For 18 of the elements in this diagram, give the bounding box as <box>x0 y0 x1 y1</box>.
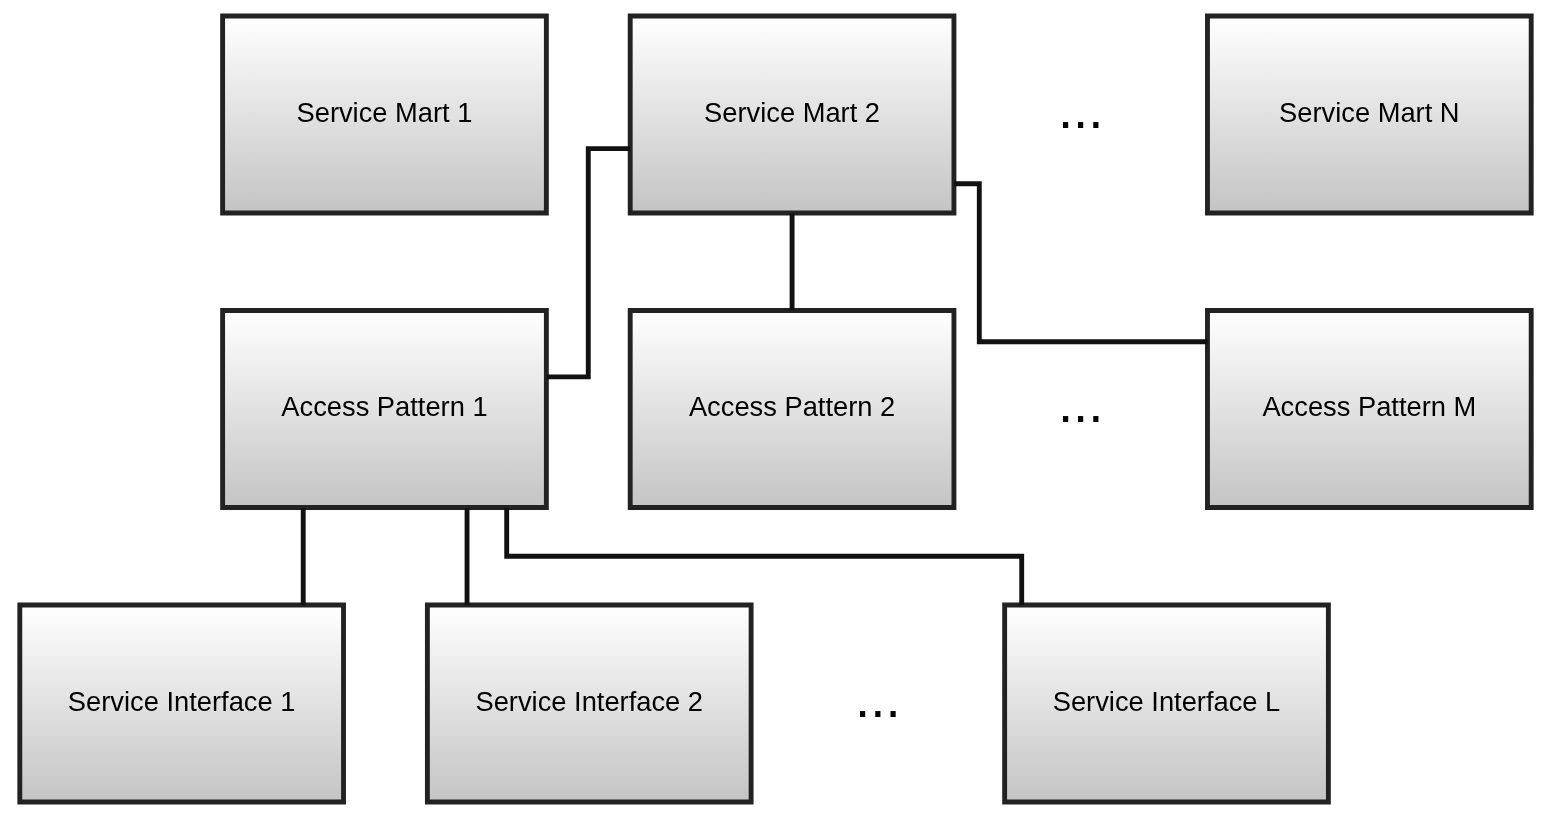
connector <box>464 507 470 605</box>
node-box: Service Interface 1 <box>17 602 346 805</box>
connector <box>789 213 795 311</box>
connector <box>504 508 1025 605</box>
label: ... <box>855 667 901 729</box>
node-box: Service Mart 1 <box>220 13 549 216</box>
node-box: Service Mart 2 <box>627 13 957 216</box>
node-box: Access Pattern 1 <box>220 308 549 510</box>
node-box: Service Mart N <box>1205 13 1534 216</box>
label: ... <box>1057 78 1104 140</box>
node-box: Access Pattern M <box>1205 308 1534 510</box>
node-box: Service Interface L <box>1002 602 1331 805</box>
connector <box>546 146 630 380</box>
node-box: Service Interface 2 <box>424 602 754 805</box>
connector <box>300 507 306 605</box>
label: ... <box>1057 373 1104 435</box>
connector <box>954 181 1208 345</box>
node-box: Access Pattern 2 <box>627 308 957 510</box>
